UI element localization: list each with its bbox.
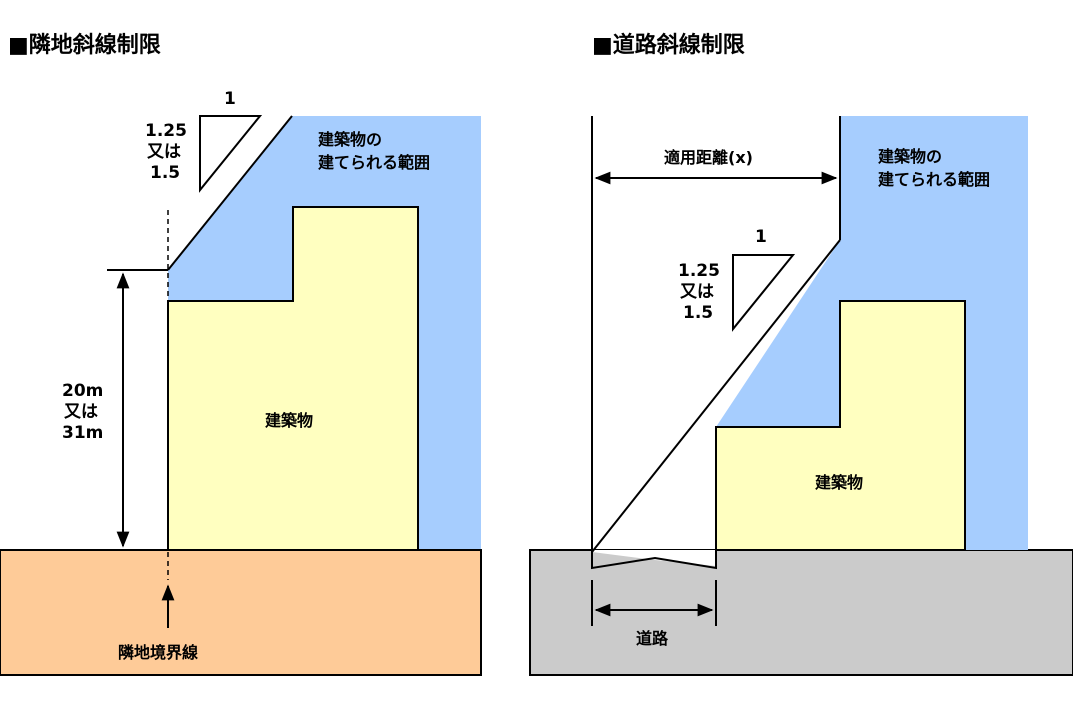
left-slope-line	[167, 115, 293, 271]
right-title: ■道路斜線制限	[592, 32, 745, 58]
right-slope-side-1: 1.25	[678, 261, 720, 281]
right-slope-line	[591, 239, 841, 553]
right-road-label: 道路	[636, 629, 669, 648]
left-slope-side-3: 1.5	[150, 163, 180, 183]
left-slope-top: 1	[224, 89, 236, 109]
right-slope-side-2: 又は	[680, 282, 714, 302]
left-slope-side-1: 1.25	[145, 121, 187, 141]
right-road-outline	[591, 116, 717, 570]
left-area-label-1: 建築物の	[318, 130, 382, 149]
left-slope-side-2: 又は	[147, 142, 181, 162]
left-slope-triangle	[199, 115, 263, 193]
right-slope-side-3: 1.5	[683, 303, 713, 323]
left-height-1: 20m	[62, 381, 103, 401]
right-building-label: 建築物	[815, 473, 863, 492]
right-distance-label: 適用距離(x)	[664, 148, 753, 167]
left-area-label-2: 建てられる範囲	[318, 153, 430, 172]
left-building-label: 建築物	[265, 411, 313, 430]
left-title: ■隣地斜線制限	[8, 32, 161, 58]
right-area-label-1: 建築物の	[878, 147, 942, 166]
left-ground	[0, 549, 482, 676]
right-slope-top: 1	[755, 227, 767, 247]
right-slope-triangle	[732, 254, 796, 332]
left-boundary-label: 隣地境界線	[118, 643, 198, 662]
left-height-2: 又は	[64, 402, 98, 422]
right-area-label-2: 建てられる範囲	[878, 170, 990, 189]
left-height-3: 31m	[62, 423, 103, 443]
right-road-cutout	[592, 427, 716, 566]
right-ground	[529, 549, 1073, 676]
